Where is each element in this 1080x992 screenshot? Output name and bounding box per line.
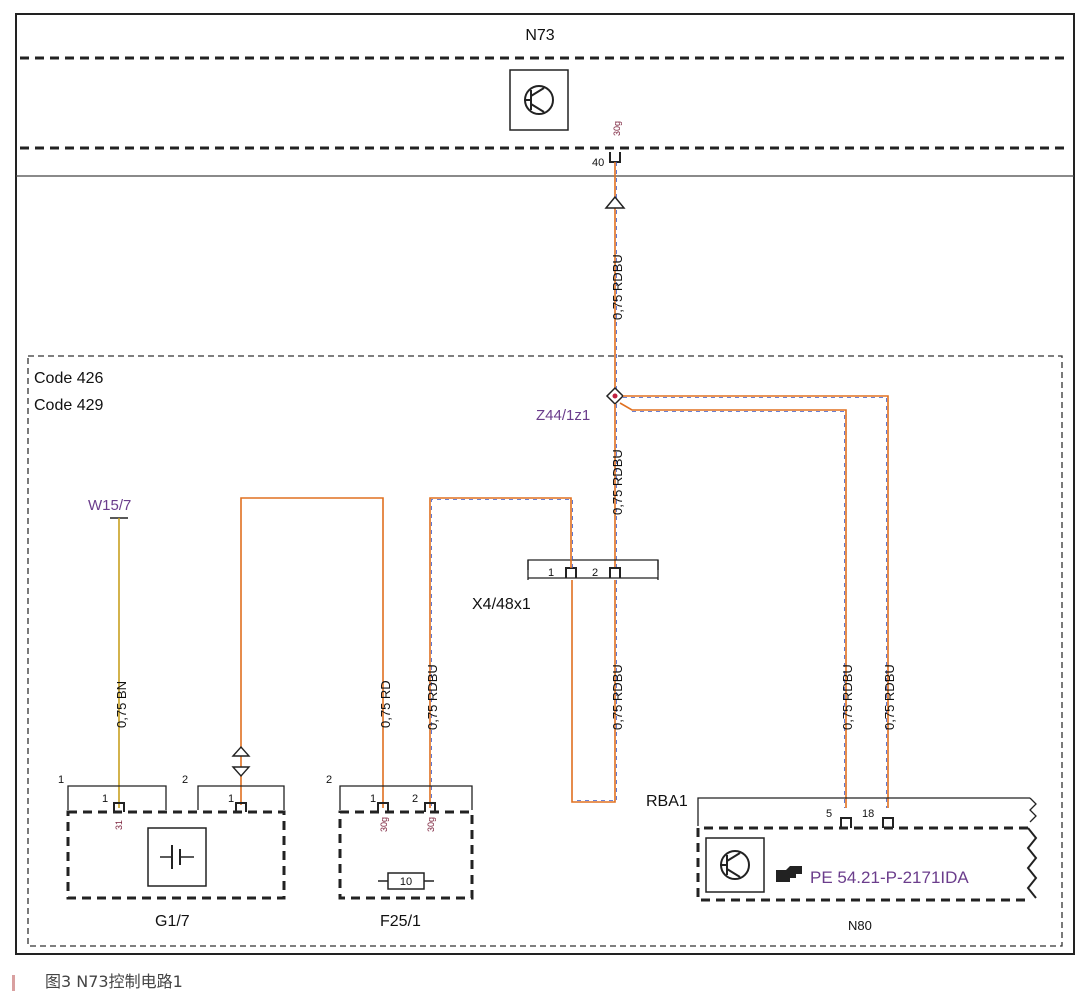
rba-label: RBA1 bbox=[646, 793, 688, 810]
f25-term2-label: 30g bbox=[426, 817, 436, 832]
n73-transistor-icon bbox=[509, 69, 569, 131]
n80-name: N80 bbox=[848, 918, 872, 933]
n73-term-label: 30g bbox=[612, 121, 622, 136]
f25-pin-2 bbox=[424, 802, 436, 812]
rba-conn bbox=[697, 797, 1030, 826]
rba-pin-5 bbox=[840, 817, 852, 828]
wire-x4-down bbox=[571, 580, 616, 803]
wire-label-f25-rdbu: 0,75 RDBU bbox=[425, 664, 440, 730]
splice-label: Z44/1z1 bbox=[536, 407, 590, 424]
f25-conn bbox=[339, 785, 473, 810]
g17-box bbox=[66, 810, 286, 900]
x4-pin-2-label: 2 bbox=[592, 567, 598, 579]
wire-label-f25-rd: 0,75 RD bbox=[378, 680, 393, 728]
wire-label-main-lower: 0,75 RDBU bbox=[610, 449, 625, 515]
wire-label-w15: 0,75 BN bbox=[114, 681, 129, 728]
wire-n80-a bbox=[619, 402, 847, 808]
rba-pin5-label: 5 bbox=[826, 808, 832, 820]
f25-conn-label: 2 bbox=[326, 774, 332, 786]
n73-pin-40 bbox=[609, 152, 621, 163]
wire-f25-rd bbox=[240, 497, 384, 808]
caption-bar bbox=[12, 974, 15, 991]
code-region bbox=[27, 355, 1063, 947]
g17-conn1 bbox=[67, 785, 167, 810]
code-429: Code 429 bbox=[34, 397, 103, 414]
figure-caption: 图3 N73控制电路1 bbox=[12, 968, 183, 992]
wire-label-main-upper: 0,75 RDBU bbox=[610, 254, 625, 320]
g17-conn1-label: 1 bbox=[58, 774, 64, 786]
caption-text: 图3 N73控制电路1 bbox=[45, 972, 183, 991]
f25-pin2-label: 2 bbox=[412, 793, 418, 805]
g17-term-label: 31 bbox=[114, 820, 124, 830]
rba-ref-link[interactable]: PE 54.21-P-2171IDA bbox=[810, 868, 969, 887]
g17-pin-2 bbox=[235, 802, 247, 812]
g17-conn2 bbox=[197, 785, 285, 810]
fuse-rating: 10 bbox=[400, 876, 412, 888]
x4-pin-1-label: 1 bbox=[548, 567, 554, 579]
outer-frame bbox=[15, 13, 1075, 955]
x4-pin-1 bbox=[565, 567, 577, 578]
arrow-up-icon bbox=[604, 195, 626, 209]
wire-label-x4-down: 0,75 RDBU bbox=[610, 664, 625, 730]
wire-label-n80-a: 0,75 RDBU bbox=[840, 664, 855, 730]
g17-pin1-label: 1 bbox=[102, 793, 108, 805]
wire-n80-b bbox=[623, 395, 889, 808]
f25-term1-label: 30g bbox=[379, 817, 389, 832]
ground-ref-label: W15/7 bbox=[88, 497, 131, 514]
f25-pin1-label: 1 bbox=[370, 793, 376, 805]
g17-conn2-label: 2 bbox=[182, 774, 188, 786]
n80-transistor-icon bbox=[705, 837, 765, 893]
n73-title: N73 bbox=[525, 27, 554, 44]
fuse-icon bbox=[378, 872, 434, 890]
g17-name: G1/7 bbox=[155, 913, 190, 930]
code-426: Code 426 bbox=[34, 370, 103, 387]
n73-pin-label: 40 bbox=[592, 157, 604, 169]
g17-pin-1 bbox=[113, 802, 125, 812]
bidirectional-arrow-icon bbox=[231, 745, 251, 778]
wire-label-n80-b: 0,75 RDBU bbox=[882, 664, 897, 730]
g17-pin2-label: 1 bbox=[228, 793, 234, 805]
x4-pin-2 bbox=[609, 567, 621, 578]
n80-break-icon bbox=[1026, 827, 1038, 899]
rba-break-icon bbox=[1029, 797, 1037, 823]
rba-pin18-label: 18 bbox=[862, 808, 874, 820]
battery-icon bbox=[147, 827, 207, 887]
wire-f25-rdbu bbox=[429, 497, 572, 808]
f25-name: F25/1 bbox=[380, 913, 421, 930]
f25-box bbox=[338, 810, 474, 900]
f25-pin-1 bbox=[377, 802, 389, 812]
x4-label: X4/48x1 bbox=[472, 596, 531, 613]
pointing-hand-icon[interactable] bbox=[776, 866, 802, 882]
n80-box bbox=[696, 826, 1028, 902]
rba-pin-18 bbox=[882, 817, 894, 828]
